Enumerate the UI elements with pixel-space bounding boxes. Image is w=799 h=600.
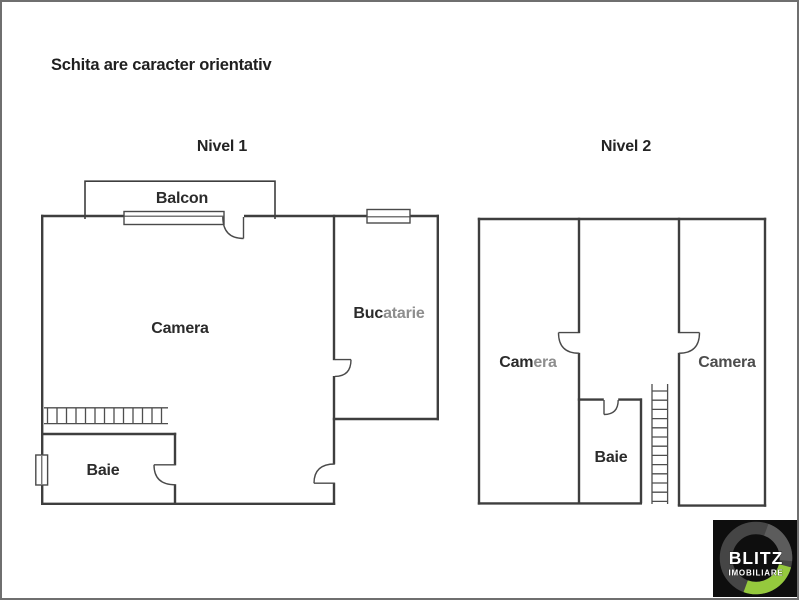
logo-brand-text: BLITZ (729, 548, 784, 568)
stairs-symbol (44, 407, 168, 425)
room-label-baie-nivel1: Baie (86, 462, 120, 479)
baie1-door-arc (153, 464, 176, 486)
room-label-bucatarie: Bucatarie (353, 305, 424, 323)
door-symbols (153, 216, 701, 486)
wall-openings (168, 208, 686, 485)
balcony-window-icon (123, 210, 225, 226)
brand-logo: BLITZ IMOBILIARE (713, 520, 797, 597)
room-label-camera-right-nivel2: Camera (698, 354, 756, 371)
logo-ring-icon (719, 521, 793, 595)
room-label-camera-left-nivel2: Camera (499, 354, 557, 372)
disclaimer-text: Schita are caracter orientativ (51, 56, 272, 74)
nivel2-right-door-arc (678, 331, 701, 354)
kitchen-window-icon (366, 208, 411, 224)
room-label-bucatarie-light: atarie (383, 305, 425, 322)
baie2-door-arc (603, 399, 619, 416)
entrance-door-arc (313, 463, 335, 484)
room-label-camera-nivel1: Camera (151, 320, 209, 337)
nivel2-plan (477, 217, 767, 507)
logo-subtitle-text: IMOBILIARE (728, 569, 783, 578)
room-label-bucatarie-dark: Buc (353, 305, 384, 322)
stairs-rungs (46, 407, 163, 424)
level-title-nivel1: Nivel 1 (196, 138, 248, 155)
ladder-rungs (652, 390, 668, 503)
balcony-outline (84, 180, 276, 219)
room-label-camera-left-light: era (533, 354, 557, 371)
ladder-symbol (651, 384, 669, 504)
balcony-door-arc (222, 216, 245, 240)
nivel2-left-door-arc (557, 331, 580, 354)
kitchen-door-arc (334, 358, 352, 378)
baie-window-icon (35, 454, 49, 486)
nivel1-plan (41, 180, 439, 505)
room-label-camera-left-dark: Cam (499, 354, 534, 371)
room-label-balcon: Balcon (155, 190, 209, 207)
level-title-nivel2: Nivel 2 (600, 138, 652, 155)
window-symbols (35, 208, 411, 486)
room-label-baie-nivel2: Baie (594, 449, 628, 466)
